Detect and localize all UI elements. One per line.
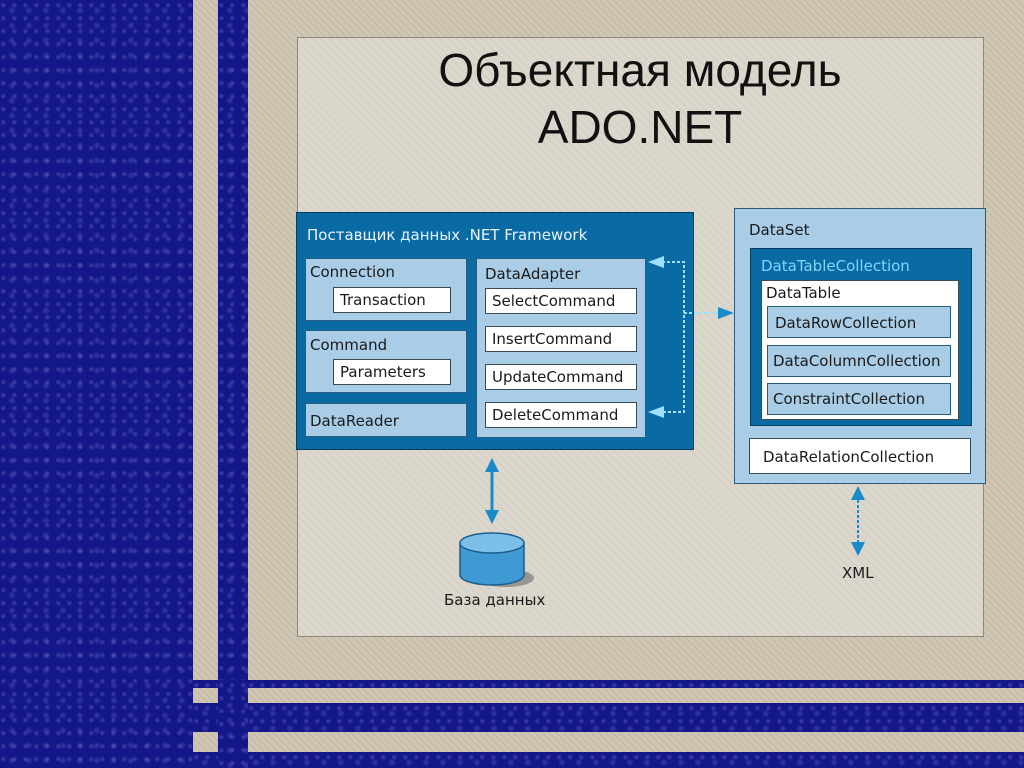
bottom-stripe-thin bbox=[193, 680, 1024, 688]
datareader-box: DataReader bbox=[305, 403, 467, 437]
data-provider-label: Поставщик данных .NET Framework bbox=[307, 226, 588, 244]
datarow-collection-label: DataRowCollection bbox=[775, 314, 917, 332]
datatable-collection-label: DataTableCollection bbox=[761, 257, 910, 275]
left-border bbox=[0, 0, 193, 768]
insert-command-label: InsertCommand bbox=[492, 330, 613, 348]
constraint-collection-box: ConstraintCollection bbox=[767, 383, 951, 415]
datacolumn-collection-label: DataColumnCollection bbox=[773, 352, 941, 370]
bottom-tan-2 bbox=[193, 732, 1024, 752]
select-command-box: SelectCommand bbox=[485, 288, 637, 314]
arrow-head-icon bbox=[718, 307, 734, 319]
update-command-label: UpdateCommand bbox=[492, 368, 624, 386]
update-command-box: UpdateCommand bbox=[485, 364, 637, 390]
database-arrow bbox=[485, 458, 499, 524]
arrow-head-icon bbox=[648, 256, 664, 268]
datatable-label: DataTable bbox=[766, 284, 841, 302]
command-label: Command bbox=[310, 336, 388, 354]
slide-title-line2: ADO.NET bbox=[537, 101, 743, 153]
vertical-stripe bbox=[218, 0, 248, 768]
dataadapter-dataset-arrow bbox=[662, 261, 722, 413]
connection-label: Connection bbox=[310, 263, 395, 281]
datacolumn-collection-box: DataColumnCollection bbox=[767, 345, 951, 377]
datarelation-collection-box: DataRelationCollection bbox=[749, 438, 971, 474]
arrow-head-icon bbox=[648, 406, 664, 418]
bottom-tan-1 bbox=[193, 688, 1024, 703]
database-label: База данных bbox=[444, 591, 546, 609]
transaction-label: Transaction bbox=[340, 291, 426, 309]
datarow-collection-box: DataRowCollection bbox=[767, 306, 951, 338]
delete-command-label: DeleteCommand bbox=[492, 406, 619, 424]
select-command-label: SelectCommand bbox=[492, 292, 616, 310]
delete-command-box: DeleteCommand bbox=[485, 402, 637, 428]
constraint-collection-label: ConstraintCollection bbox=[773, 390, 925, 408]
xml-arrow bbox=[851, 486, 865, 556]
parameters-label: Parameters bbox=[340, 363, 426, 381]
datareader-label: DataReader bbox=[310, 412, 399, 430]
bottom-stripe-wide bbox=[193, 703, 1024, 732]
slide-title-line1: Объектная модель bbox=[438, 44, 842, 96]
xml-label: XML bbox=[842, 564, 874, 582]
dataset-label: DataSet bbox=[749, 221, 810, 239]
datarelation-collection-label: DataRelationCollection bbox=[763, 448, 935, 466]
vertical-stripe-lower bbox=[218, 680, 248, 768]
transaction-box: Transaction bbox=[333, 287, 451, 313]
database-icon bbox=[459, 532, 534, 587]
bottom-stripe-edge bbox=[193, 752, 1024, 768]
insert-command-box: InsertCommand bbox=[485, 326, 637, 352]
parameters-box: Parameters bbox=[333, 359, 451, 385]
dataadapter-label: DataAdapter bbox=[485, 265, 581, 283]
